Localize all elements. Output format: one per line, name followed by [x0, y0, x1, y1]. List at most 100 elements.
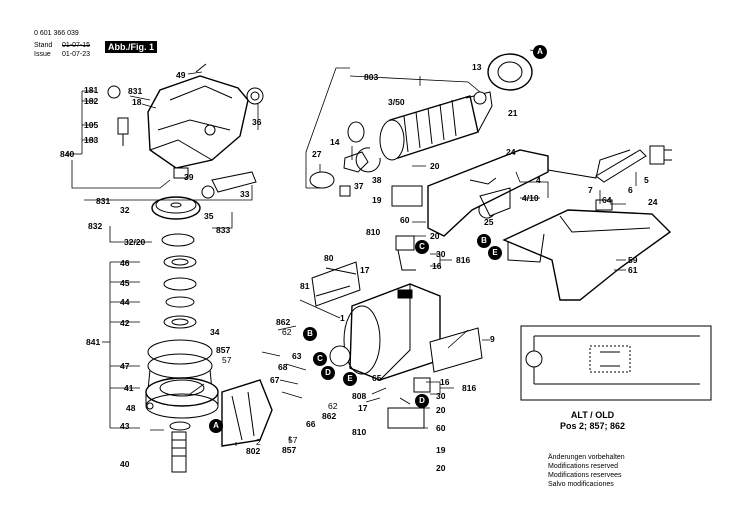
part-label: 46 [120, 258, 130, 268]
part-label: 808 [352, 391, 367, 401]
part-label: 59 [628, 255, 638, 265]
gear-housing-drawing [107, 63, 264, 199]
part-label: 60 [400, 215, 410, 225]
callout-d-left: D [321, 366, 335, 380]
part-number: 0 601 366 039 [34, 30, 79, 37]
part-label: 40 [120, 459, 130, 469]
part-label: 20 [436, 463, 446, 473]
part-label: 857 [282, 445, 297, 455]
part-label: 803 [364, 72, 379, 82]
stand-label: Stand [34, 42, 53, 49]
part-label: 20 [430, 161, 440, 171]
part-label: 16 [432, 261, 442, 271]
part-label: 81 [300, 281, 310, 291]
part-label: 1 [340, 313, 345, 323]
gear-bearing-stack-drawing [145, 196, 219, 473]
issue-date: 01-07-23 [62, 51, 91, 58]
figure-label: Abb./Fig. 1 [105, 41, 157, 53]
part-label: 181 [84, 85, 99, 95]
part-label: 34 [210, 327, 220, 337]
part-label: 61 [628, 265, 638, 275]
issue-label: Issue [34, 51, 51, 58]
part-label: 841 [86, 337, 101, 347]
handle-switch-drawing [387, 145, 672, 429]
part-label: 810 [352, 427, 367, 437]
modification-notes: Änderungen vorbehalten Modifications res… [548, 453, 625, 489]
note-line: Modifications reserved [548, 463, 619, 470]
part-label: 14 [330, 137, 340, 147]
callout-a-bottom: A [209, 419, 223, 433]
part-label: 9 [490, 334, 495, 344]
part-label: 20 [430, 231, 440, 241]
part-label: 840 [60, 149, 75, 159]
part-label: 833 [216, 225, 231, 235]
callout-b-right: B [477, 234, 491, 248]
part-label: 816 [462, 383, 477, 393]
part-label: 57 [222, 355, 232, 365]
part-label: 63 [292, 351, 302, 361]
part-label: 831 [128, 86, 143, 96]
part-label: 27 [312, 149, 322, 159]
part-label: 57 [288, 435, 298, 445]
part-label: 42 [120, 318, 130, 328]
note-line: Salvo modificaciones [548, 481, 614, 488]
part-label: 37 [354, 181, 364, 191]
wiring-schematic [520, 325, 712, 401]
part-label: 68 [278, 362, 288, 372]
note-line: Modifications reservees [548, 472, 622, 479]
callout-a-top: A [533, 45, 547, 59]
callout-d-right: D [415, 394, 429, 408]
part-label: 30 [436, 391, 446, 401]
part-label: 48 [126, 403, 136, 413]
callout-e-right: E [488, 246, 502, 260]
part-label: 32/20 [124, 237, 146, 247]
alt-note: ALT / OLD Pos 2; 857; 862 [560, 410, 625, 432]
part-label: 3/50 [388, 97, 405, 107]
part-label: 13 [472, 62, 482, 72]
motor-drawing [221, 53, 533, 447]
part-label: 30 [436, 249, 446, 259]
part-label: 66 [306, 419, 316, 429]
part-label: 4/10 [522, 193, 539, 203]
part-label: 832 [88, 221, 103, 231]
part-label: 80 [324, 253, 334, 263]
part-label: 4 [536, 175, 541, 185]
callout-e-left: E [343, 372, 357, 386]
part-label: 24 [648, 197, 658, 207]
part-label: 36 [252, 117, 262, 127]
part-label: 810 [366, 227, 381, 237]
part-label: 62 [282, 327, 292, 337]
label-plates [311, 261, 483, 373]
part-label: 65 [372, 373, 382, 383]
part-label: 64 [602, 195, 612, 205]
part-label: 17 [358, 403, 368, 413]
part-label: 38 [372, 175, 382, 185]
note-line: Änderungen vorbehalten [548, 454, 625, 461]
part-label: 105 [84, 120, 99, 130]
part-label: 41 [124, 383, 134, 393]
part-label: 47 [120, 361, 130, 371]
part-label: 49 [176, 70, 186, 80]
part-label: 16 [440, 377, 450, 387]
part-label: 6 [628, 185, 633, 195]
part-label: 802 [246, 446, 261, 456]
part-label: 816 [456, 255, 471, 265]
part-label: 19 [436, 445, 446, 455]
part-label: 62 [328, 401, 338, 411]
callout-b-left: B [303, 327, 317, 341]
part-label: 183 [84, 135, 99, 145]
part-label: 35 [204, 211, 214, 221]
part-label: 862 [322, 411, 337, 421]
alt-note-positions: Pos 2; 857; 862 [560, 421, 626, 431]
part-label: 24 [506, 147, 516, 157]
part-label: 5 [644, 175, 649, 185]
part-label: 862 [276, 317, 291, 327]
part-label: 39 [184, 172, 194, 182]
part-label: 25 [484, 217, 494, 227]
part-label: 857 [216, 345, 231, 355]
part-label: 60 [436, 423, 446, 433]
part-label: 43 [120, 421, 130, 431]
callout-c-left: C [313, 352, 327, 366]
part-label: 831 [96, 196, 111, 206]
part-label: 45 [120, 278, 130, 288]
